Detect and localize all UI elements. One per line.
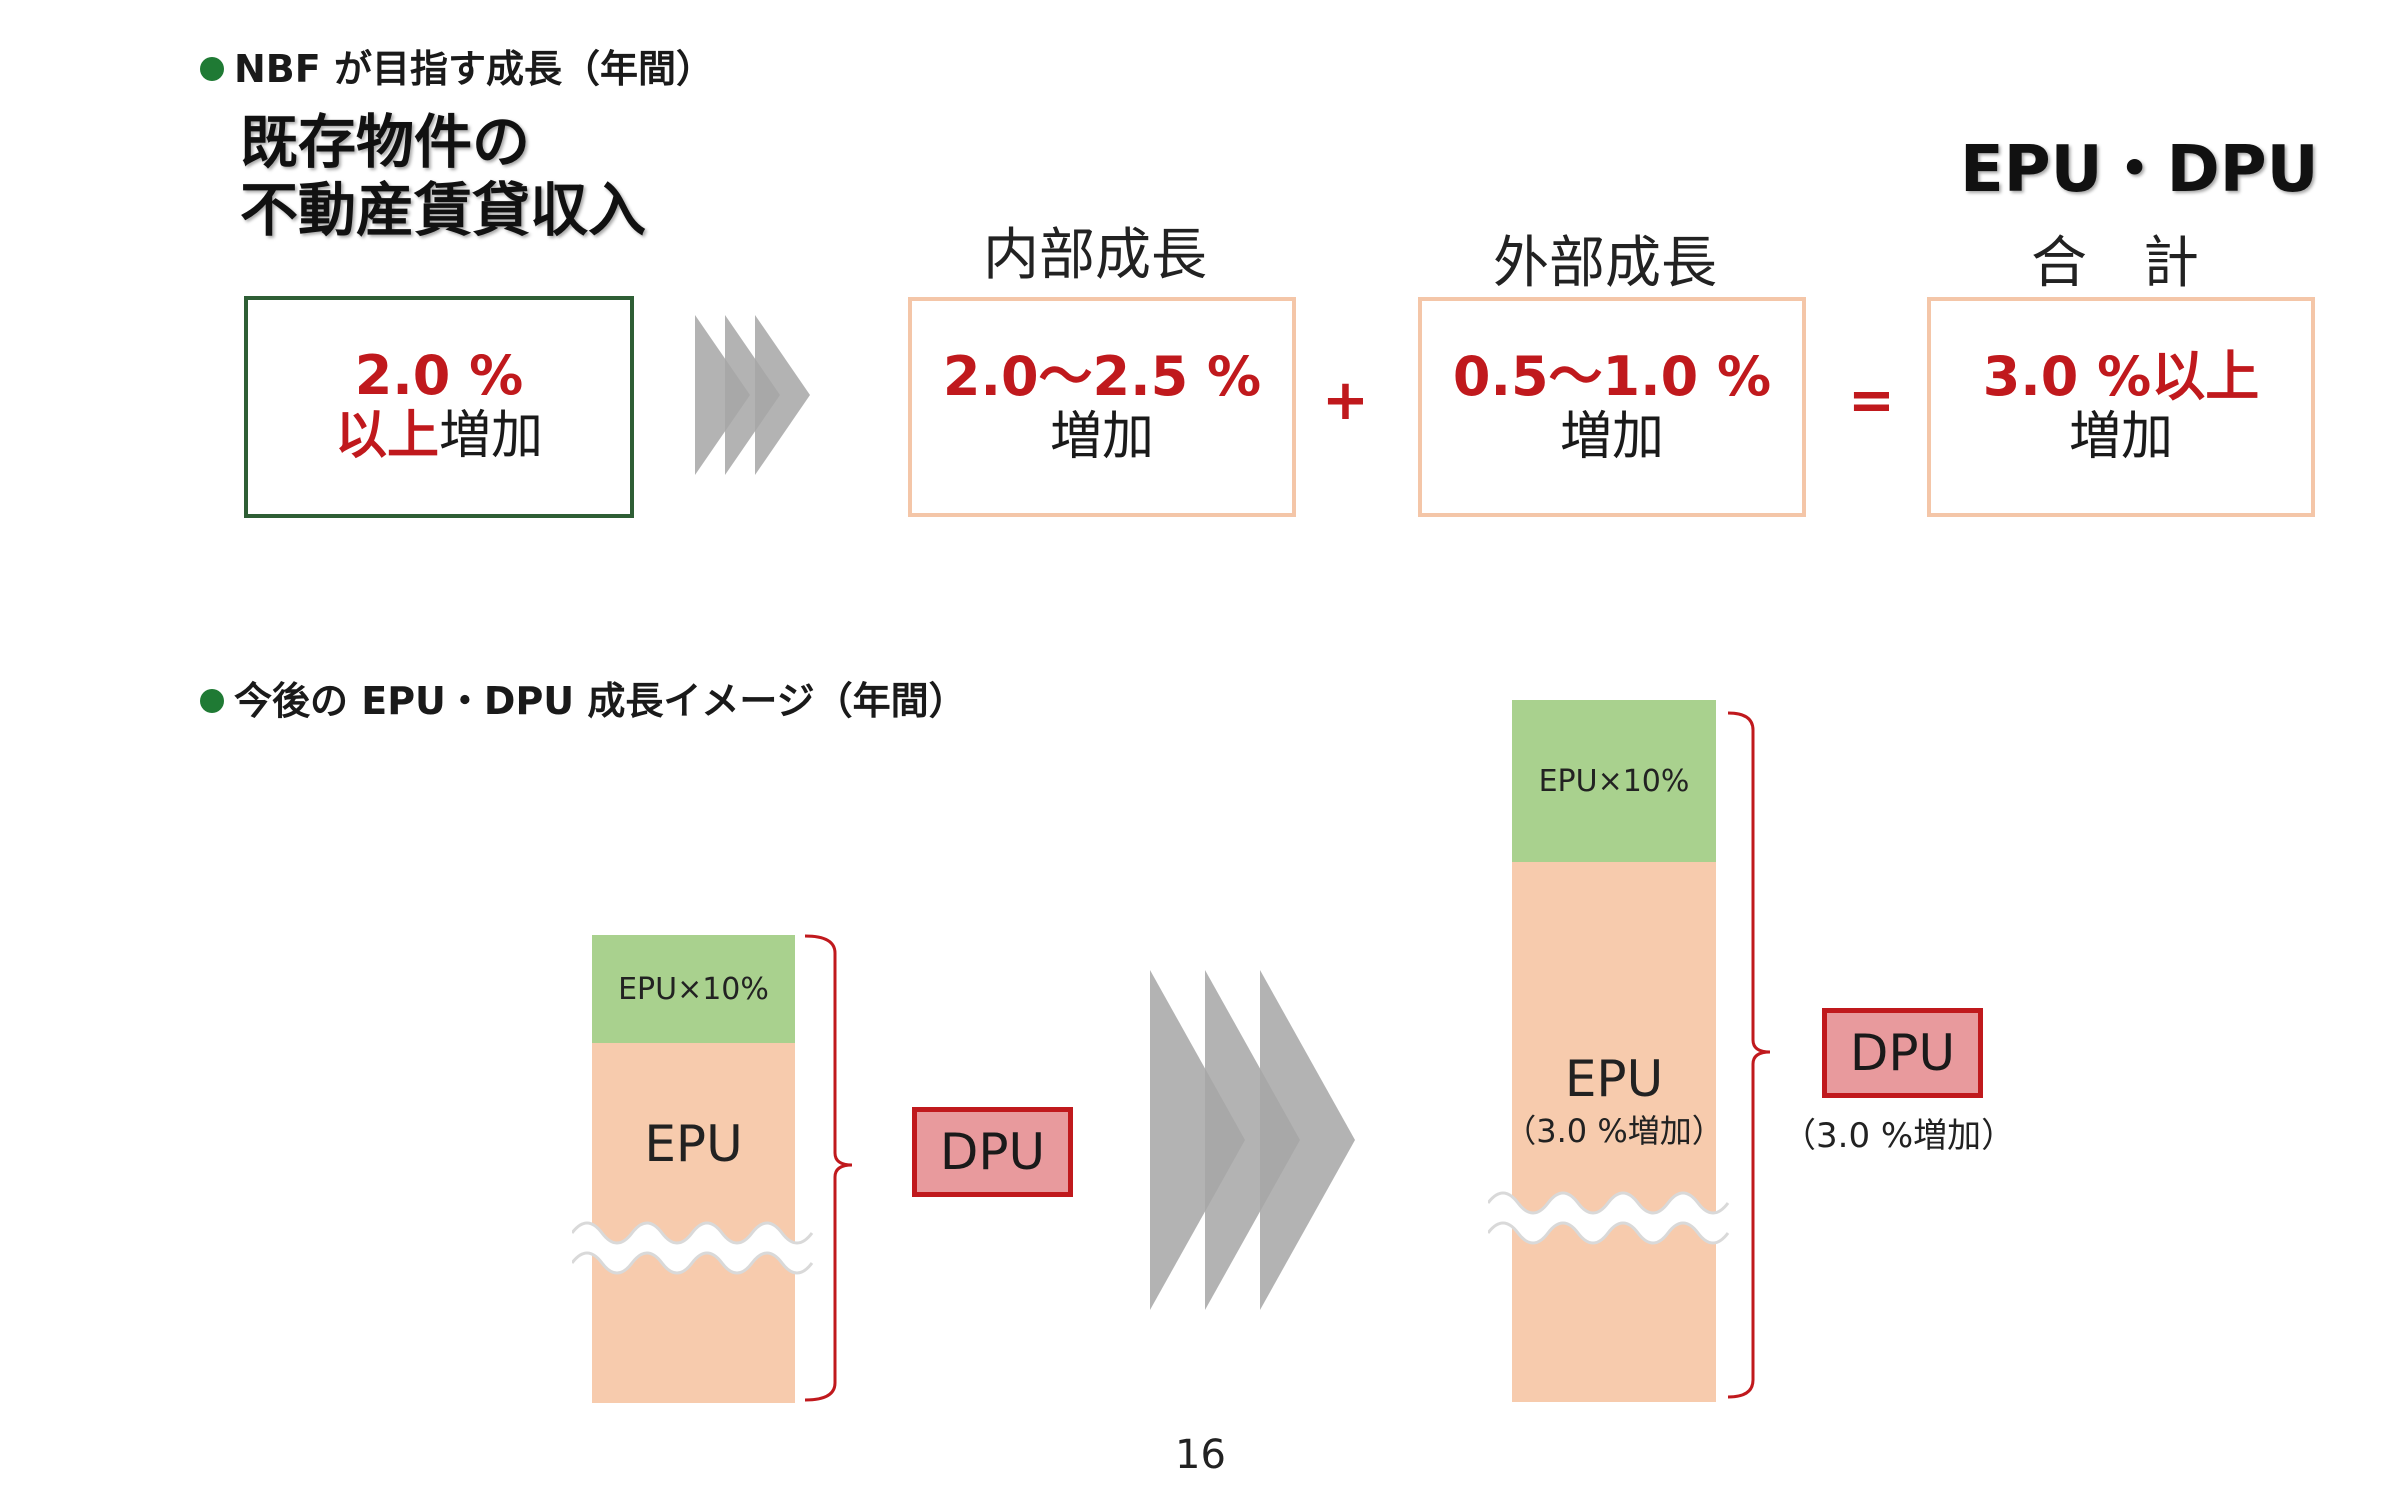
right-wave-break-icon	[1488, 1191, 1730, 1245]
right-epu-segment: EPU （3.0 %増加）	[1504, 862, 1724, 1402]
internal-growth-value: 2.0〜2.5 %	[942, 345, 1262, 408]
base-heading: 既存物件の 不動産賃貸収入	[240, 108, 646, 244]
left-bracket-icon	[804, 934, 853, 1402]
plus-operator: +	[1322, 368, 1369, 433]
base-heading-line2: 不動産賃貸収入	[240, 176, 647, 244]
total-growth-box: 3.0 %以上 増加	[1927, 297, 2315, 517]
base-growth-sub: 以上増加	[248, 406, 630, 466]
base-growth-box: 2.0 % 以上増加	[244, 296, 634, 518]
total-growth-sub: 増加	[2068, 407, 2173, 467]
left-epu10-label: EPU×10%	[618, 971, 769, 1007]
external-growth-value: 0.5〜1.0 %	[1452, 345, 1772, 408]
external-growth-header: 外部成長	[1493, 231, 1717, 296]
right-bracket-icon	[1727, 711, 1771, 1399]
right-epu10-label: EPU×10%	[1538, 763, 1690, 799]
left-epu-label: EPU	[644, 1115, 743, 1173]
left-dpu-box: DPU	[912, 1107, 1073, 1197]
external-growth-box: 0.5〜1.0 % 増加	[1418, 297, 1806, 517]
external-growth-sub: 増加	[1559, 407, 1664, 467]
base-growth-value: 2.0 %	[354, 344, 524, 407]
right-epu10-segment: EPU×10%	[1512, 700, 1716, 862]
right-dpu-note: （3.0 %増加）	[1782, 1116, 2016, 1156]
section-title-growth-target: NBF が目指す成長（年間）	[200, 38, 714, 93]
total-growth-value: 3.0 %以上	[1982, 345, 2260, 408]
equals-operator: =	[1848, 368, 1895, 433]
base-growth-sub-black: 増加	[439, 406, 544, 466]
section-title-growth-image: 今後の EPU・DPU 成長イメージ（年間）	[200, 670, 967, 725]
bullet-dot-icon	[200, 56, 224, 81]
right-epu-note: （3.0 %増加）	[1504, 1112, 1724, 1150]
right-epu-label: EPU	[1564, 1050, 1664, 1108]
internal-growth-box: 2.0〜2.5 % 増加	[908, 297, 1296, 517]
bullet-dot-icon	[200, 688, 224, 713]
total-header: 合 計	[2031, 231, 2199, 296]
right-dpu-box: DPU	[1822, 1008, 1983, 1098]
small-chevron-arrows-icon	[695, 315, 810, 475]
internal-growth-sub: 増加	[1049, 407, 1154, 467]
page-number: 16	[1175, 1432, 1226, 1478]
internal-growth-header: 内部成長	[983, 223, 1207, 288]
total-title: EPU・DPU	[1960, 133, 2319, 207]
base-heading-line1: 既存物件の	[240, 108, 531, 176]
base-growth-sub-red: 以上	[334, 406, 439, 466]
left-wave-break-icon	[572, 1221, 814, 1275]
left-epu10-segment: EPU×10%	[592, 935, 795, 1043]
large-chevron-arrows-icon	[1150, 970, 1355, 1310]
